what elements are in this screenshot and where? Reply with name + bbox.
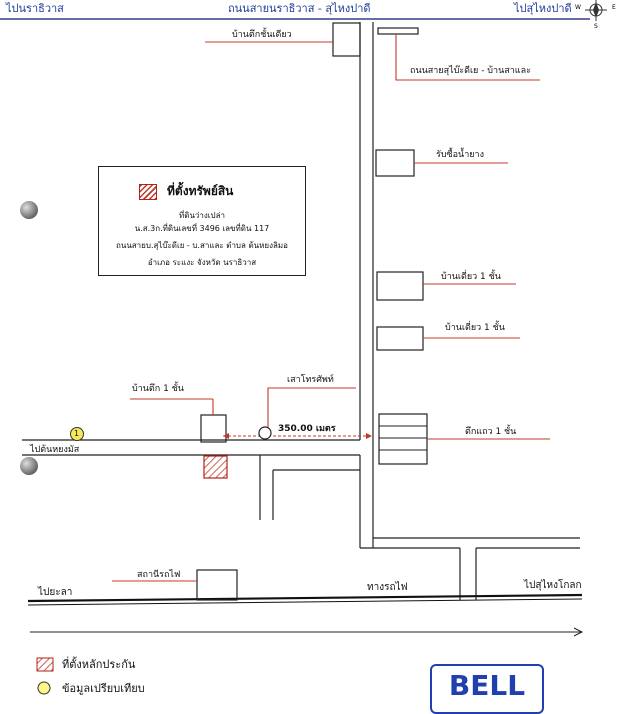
header-right: ไปสุไหงปาดี: [514, 2, 572, 15]
label-house-1a: บ้านเดี่ยว 1 ชั้น: [441, 272, 501, 282]
property-line-1: ที่ดินว่างเปล่า: [178, 211, 226, 220]
property-line-3: ถนนสายบ.สุไบ๊ะดีเย - บ.สาและ ตำบล ต้นหยง…: [116, 241, 288, 250]
label-brick-single: บ้านตึกชั้นเดียว: [232, 30, 292, 40]
property-swatch: [139, 184, 157, 200]
legend-comparison: ข้อมูลเปรียบเทียบ: [62, 682, 145, 695]
property-info-box: ที่ตั้งทรัพย์สิน ที่ดินว่างเปล่า น.ส.3ก.…: [98, 166, 306, 276]
compass-south: S: [594, 23, 598, 30]
label-to-yala: ไปยะลา: [38, 587, 73, 598]
label-station: สถานีรถไฟ: [137, 570, 181, 580]
label-railway: ทางรถไฟ: [367, 582, 408, 593]
punch-hole-bottom: [20, 457, 38, 475]
compass-rose-icon: [585, 0, 607, 21]
punch-hole-top: [20, 201, 38, 219]
compass-west: W: [575, 4, 581, 11]
header-center: ถนนสายนราธิวาส - สุไหงปาดี: [228, 2, 371, 15]
label-rubber-buyer: รับซื้อน้ำยาง: [436, 150, 484, 160]
label-brick-house: บ้านตึก 1 ชั้น: [132, 384, 184, 394]
property-title: ที่ตั้งทรัพย์สิน: [167, 184, 234, 198]
property-marker: [203, 455, 228, 479]
location-map: [0, 0, 607, 695]
label-road-sukirin: ถนนสายสุไบ๊ะดีเย - บ้านสาและ: [410, 66, 531, 76]
property-line-4: อำเภอ ระแงะ จังหวัด นราธิวาส: [147, 258, 257, 267]
header-left: ไปนราธิวาส: [6, 2, 64, 15]
property-line-2: น.ส.3ก.ที่ดินเลขที่ 3496 เลขที่ดิน 117: [134, 224, 270, 233]
label-telephone-pole: เสาโทรศัพท์: [287, 375, 334, 385]
company-stamp: BELL: [430, 664, 544, 714]
label-distance: 350.00 เมตร: [278, 424, 336, 434]
compass-east: E: [612, 4, 616, 11]
label-row-house: ตึกแถว 1 ชั้น: [465, 427, 517, 437]
label-house-1b: บ้านเดี่ยว 1 ชั้น: [445, 323, 505, 333]
label-to-sungai-kolok: ไปสุไหงโกลก: [524, 580, 582, 591]
label-to-tonhoi: ไปต้นหยงมัส: [30, 445, 80, 455]
marker-number: 1: [74, 429, 80, 438]
legend-collateral: ที่ตั้งหลักประกัน: [62, 658, 136, 671]
